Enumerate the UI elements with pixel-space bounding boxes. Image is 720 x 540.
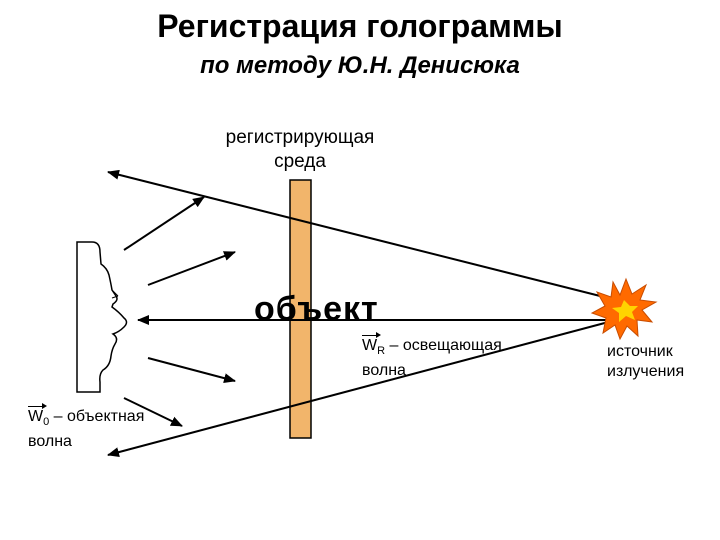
diagram-subtitle: по методу Ю.Н. Денисюка bbox=[200, 52, 520, 79]
recording-medium-label: регистрирующая среда bbox=[225, 127, 375, 172]
object-ray-1 bbox=[123, 196, 205, 251]
source-label: источник излучения bbox=[607, 343, 685, 380]
diagram-title: Регистрация голограммы bbox=[157, 8, 563, 44]
w0-vector-symbol: W bbox=[28, 403, 48, 425]
beam-upper bbox=[107, 169, 617, 301]
object-ray-3 bbox=[147, 357, 236, 384]
eye-mark bbox=[111, 289, 119, 299]
face-profile-object bbox=[76, 241, 128, 393]
wr-vector-symbol: W bbox=[362, 332, 382, 354]
object-ray-2 bbox=[147, 251, 236, 286]
beam-lower bbox=[107, 319, 617, 458]
recording-medium-plate bbox=[289, 179, 312, 439]
reference-wave-label: WR – освещающая волна bbox=[362, 332, 502, 380]
light-source-core bbox=[612, 300, 638, 322]
object-label: объект bbox=[254, 290, 379, 328]
object-ray-4 bbox=[123, 397, 183, 427]
object-wave-label: W0 – объектная волна bbox=[28, 403, 145, 451]
